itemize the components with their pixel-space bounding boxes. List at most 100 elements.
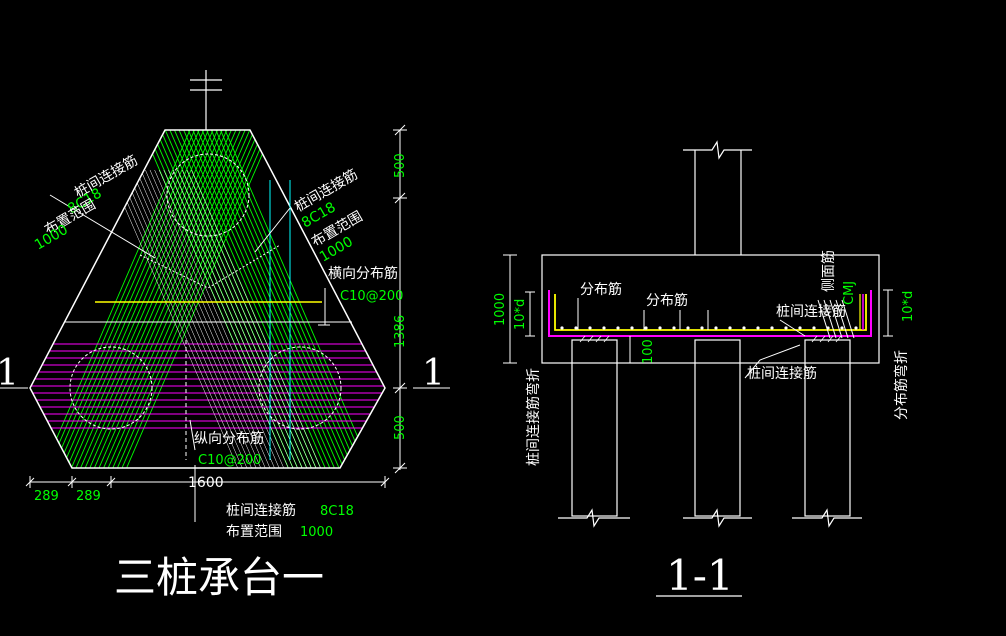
tie-rebar-section xyxy=(548,290,872,337)
label-dist-2: 分布筋 xyxy=(646,292,688,309)
dist-rebar-section xyxy=(554,294,867,331)
label-tie-top: 桩间连接筋 xyxy=(776,303,846,320)
section-mark-right: 1 xyxy=(422,353,445,394)
rebar-dot xyxy=(630,326,634,330)
tie-bottom-range-value: 1000 xyxy=(300,525,333,540)
rebar-line xyxy=(38,130,200,468)
rebar-line xyxy=(112,169,244,468)
rebar-dot xyxy=(840,326,844,330)
pile-left xyxy=(69,346,153,430)
rebar-dot xyxy=(560,326,564,330)
rebar-line xyxy=(197,130,359,468)
rebar-line xyxy=(93,130,255,468)
rebar-dot xyxy=(602,326,606,330)
longitudinal-spec: C10@200 xyxy=(198,453,261,468)
rebar-line xyxy=(172,169,304,468)
rebar-line xyxy=(126,169,258,468)
label-dist-1: 分布筋 xyxy=(580,281,622,298)
rebar-dots xyxy=(560,326,858,330)
section-piles xyxy=(558,339,862,528)
embed-hatch xyxy=(579,335,842,343)
rebar-line xyxy=(145,169,276,468)
rebar-line xyxy=(158,169,290,468)
rebar-dot xyxy=(672,326,676,330)
rebar-line xyxy=(154,169,285,468)
rebar-line xyxy=(215,130,377,468)
rebar-line xyxy=(181,169,313,468)
longitudinal-name: 纵向分布筋 xyxy=(194,430,264,447)
section-dim-right xyxy=(883,289,893,337)
rebar-dot xyxy=(700,326,704,330)
rebar-line xyxy=(102,130,264,468)
section-cap xyxy=(541,254,880,364)
rebar-line xyxy=(135,169,267,468)
rebar-line xyxy=(211,130,373,468)
rebar-dot xyxy=(742,326,746,330)
rebar-line xyxy=(131,169,262,468)
transverse-spec: C10@200 xyxy=(340,289,403,304)
label-dist-bend: 分布筋弯折 xyxy=(893,350,910,420)
section-view: 分布筋 分布筋 桩间连接筋 桩间连接筋 侧面筋 CMJ 桩间连接筋弯折 分布筋弯… xyxy=(493,140,916,600)
rebar-dot xyxy=(798,326,802,330)
rebar-hatch xyxy=(30,130,385,468)
rebar-line xyxy=(61,130,223,468)
rebar-line xyxy=(122,169,253,468)
label-side-spec: CMJ xyxy=(842,281,857,305)
dim-embed: 100 xyxy=(641,339,656,364)
leaders xyxy=(49,194,330,522)
tie-bottom-spec: 8C18 xyxy=(320,504,354,519)
column-above xyxy=(683,140,752,255)
rebar-line xyxy=(88,130,250,468)
rebar-line xyxy=(42,130,204,468)
rebar-line xyxy=(140,169,272,468)
rebar-line xyxy=(192,130,354,468)
dim-bottom-1: 289 xyxy=(34,489,59,504)
pile-cap-outline xyxy=(29,129,386,469)
rebar-line xyxy=(51,130,213,468)
rebar-line xyxy=(111,130,273,468)
rebar-dot xyxy=(854,326,858,330)
rebar-line xyxy=(56,130,218,468)
rebar-dot xyxy=(658,326,662,330)
rebar-line xyxy=(174,130,336,468)
label-tie-bend: 桩间连接筋弯折 xyxy=(525,368,542,466)
rebar-dot xyxy=(588,326,592,330)
dim-right-3: 500 xyxy=(393,415,408,440)
rebar-dot xyxy=(756,326,760,330)
rebar-line xyxy=(186,169,318,468)
rebar-line xyxy=(183,130,345,468)
rebar-dot xyxy=(574,326,578,330)
dim-bottom-3: 1600 xyxy=(188,475,224,491)
rebar-line xyxy=(79,130,241,468)
transverse-name: 横向分布筋 xyxy=(328,265,398,282)
rebar-line xyxy=(188,130,350,468)
tie-bottom-range: 布置范围 xyxy=(226,523,282,540)
rebar-line xyxy=(117,169,249,468)
rebar-dot xyxy=(770,326,774,330)
rebar-line xyxy=(70,130,232,468)
column-marker xyxy=(190,70,222,130)
dimension-right xyxy=(393,124,407,474)
rebar-line xyxy=(169,130,331,468)
dim-right-1: 500 xyxy=(393,153,408,178)
rebar-line xyxy=(149,169,281,468)
label-tie-bottom: 桩间连接筋 xyxy=(747,365,817,382)
pile-right xyxy=(258,346,342,430)
rebar-line xyxy=(206,130,368,468)
rebar-line xyxy=(168,169,299,468)
section-title: 1-1 xyxy=(666,551,734,600)
rebar-line xyxy=(107,130,269,468)
rebar-line xyxy=(108,169,239,468)
dimension-bottom xyxy=(25,476,390,488)
pile-top xyxy=(166,153,250,237)
rebar-line xyxy=(65,130,227,468)
rebar-line xyxy=(177,169,308,468)
rebar-dot xyxy=(616,326,620,330)
rebar-dot xyxy=(644,326,648,330)
rebar-line xyxy=(120,130,282,468)
section-leaders xyxy=(577,298,855,379)
dim-left-hook: 10*d xyxy=(513,299,528,330)
tie-range-line xyxy=(139,244,281,289)
dim-right-2: 1386 xyxy=(393,315,408,348)
